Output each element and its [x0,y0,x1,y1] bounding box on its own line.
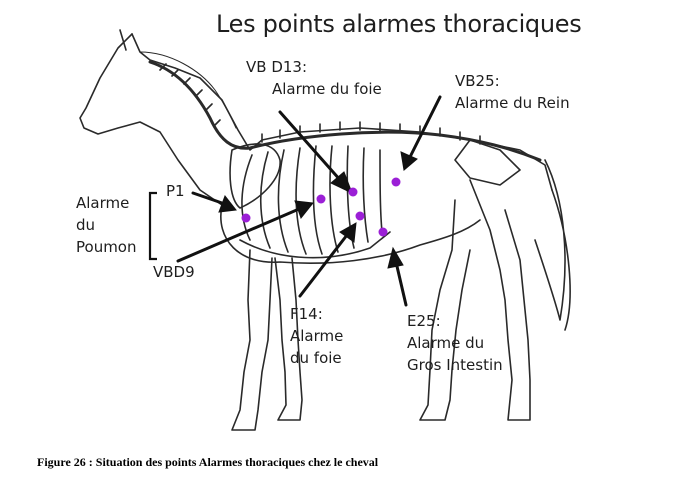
ribcage [241,145,383,255]
arrow-e25-head [387,246,404,269]
label-e25: E25: Alarme du Gros Intestin [407,312,503,374]
point-f14 [355,211,365,221]
arrow-vbd9-head [294,200,314,220]
hind-leg-near [469,179,531,421]
label-poumon: Alarme du Poumon [76,194,137,256]
label-vbd9: VBD9 [153,263,195,281]
arrow-vbd13 [278,110,343,183]
point-vbd13 [348,187,358,197]
hind-leg-far [419,199,471,421]
arrow-p1-head [218,194,237,213]
pelvis [454,139,521,186]
point-vb25 [391,177,401,187]
tail [534,159,571,331]
label-vbd13: VB D13: Alarme du foie [246,58,382,98]
point-vbd9 [316,194,326,204]
poumon-bracket [148,191,157,261]
arrow-p1 [191,191,224,205]
point-e25 [378,227,388,237]
spine [148,60,542,162]
label-p1: P1 [166,182,185,200]
arrow-vbd13-head [330,171,353,194]
label-f14: F14: Alarme du foie [290,305,344,367]
arrow-vb25 [408,95,442,159]
arrow-f14 [298,233,349,298]
front-leg-near [231,249,273,431]
label-vb25: VB25: Alarme du Rein [455,72,570,112]
scapula [229,143,281,209]
horse-mane [139,51,237,129]
figure-caption: Figure 26 : Situation des points Alarmes… [37,455,379,469]
point-p1 [241,213,251,223]
arrow-vb25-head [400,151,418,171]
horse-face-outline [79,33,223,206]
page-title: Les points alarmes thoraciques [216,10,582,38]
arrow-e25 [394,260,408,307]
arrow-vbd9 [176,207,301,263]
arrow-f14-head [339,222,357,243]
front-leg-far [274,257,303,421]
belly-outline [220,204,481,264]
